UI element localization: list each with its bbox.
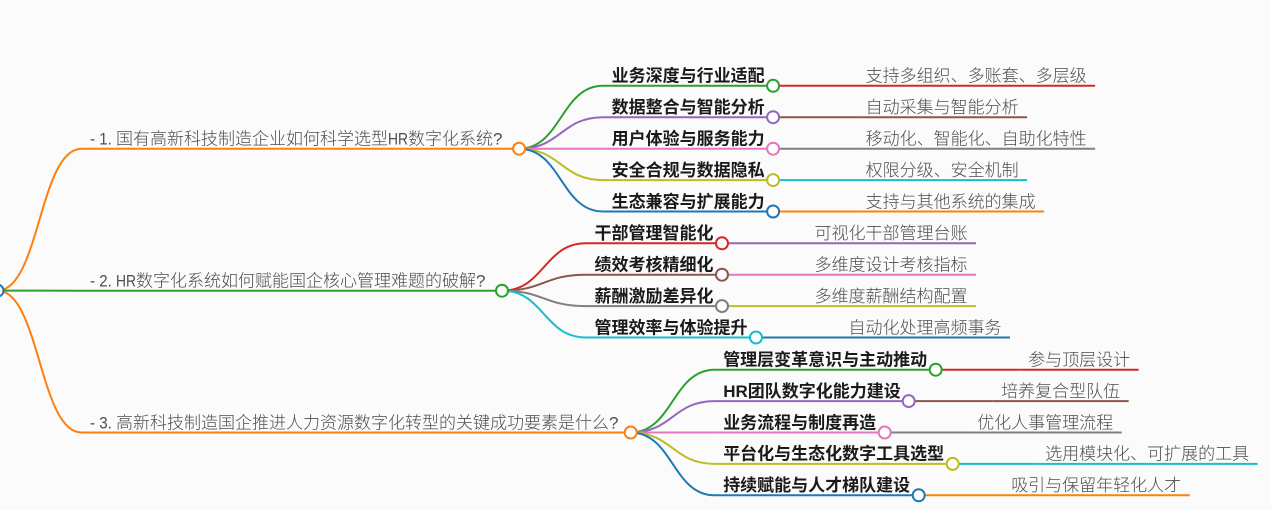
svg-text:管理层变革意识与主动推动: 管理层变革意识与主动推动: [723, 350, 927, 370]
svg-text:业务流程与制度再造: 业务流程与制度再造: [723, 413, 876, 432]
svg-text:干部管理智能化: 干部管理智能化: [595, 223, 714, 243]
svg-text:支持与其他系统的集成: 支持与其他系统的集成: [866, 192, 1036, 211]
svg-text:参与顶层设计: 参与顶层设计: [1028, 351, 1130, 370]
svg-text:吸引与保留年轻化人才: 吸引与保留年轻化人才: [1011, 476, 1181, 495]
svg-text:绩效考核精细化: 绩效考核精细化: [595, 255, 714, 275]
svg-text:优化人事管理流程: 优化人事管理流程: [977, 413, 1113, 432]
svg-text:数据整合与智能分析: 数据整合与智能分析: [612, 97, 765, 117]
svg-text:多维度设计考核指标: 多维度设计考核指标: [815, 256, 968, 275]
svg-text:业务深度与行业适配: 业务深度与行业适配: [612, 67, 765, 86]
svg-text:管理效率与体验提升: 管理效率与体验提升: [595, 317, 748, 337]
svg-text:薪酬激励差异化: 薪酬激励差异化: [595, 286, 714, 306]
svg-text:HR团队数字化能力建设: HR团队数字化能力建设: [723, 381, 901, 401]
svg-text:自动化处理高频事务: 自动化处理高频事务: [849, 318, 1002, 337]
svg-text:多维度薪酬结构配置: 多维度薪酬结构配置: [815, 287, 968, 306]
svg-text:用户体验与服务能力: 用户体验与服务能力: [612, 129, 765, 149]
svg-text:平台化与生态化数字工具选型: 平台化与生态化数字工具选型: [723, 444, 944, 464]
svg-text:生态兼容与扩展能力: 生态兼容与扩展能力: [612, 191, 765, 211]
svg-text:选用模块化、可扩展的工具: 选用模块化、可扩展的工具: [1045, 445, 1249, 464]
svg-text:支持多组织、多账套、多层级: 支持多组织、多账套、多层级: [866, 67, 1087, 86]
svg-text:安全合规与数据隐私: 安全合规与数据隐私: [612, 160, 765, 180]
svg-text:自动采集与智能分析: 自动采集与智能分析: [866, 98, 1019, 117]
svg-text:可视化干部管理台账: 可视化干部管理台账: [815, 224, 968, 243]
svg-text:- 3. 高新科技制造国企推进人力资源数字化转型的关键成功要: - 3. 高新科技制造国企推进人力资源数字化转型的关键成功要素是什么?: [90, 413, 618, 432]
svg-text:培养复合型队伍: 培养复合型队伍: [1001, 382, 1120, 401]
svg-text:- 2. HR数字化系统如何赋能国企核心管理难题的破解?: - 2. HR数字化系统如何赋能国企核心管理难题的破解?: [90, 272, 485, 291]
svg-text:- 1. 国有高新科技制造企业如何科学选型HR数字化系统?: - 1. 国有高新科技制造企业如何科学选型HR数字化系统?: [90, 130, 502, 149]
svg-text:持续赋能与人才梯队建设: 持续赋能与人才梯队建设: [723, 476, 910, 495]
svg-text:权限分级、安全机制: 权限分级、安全机制: [866, 161, 1019, 180]
svg-text:移动化、智能化、自助化特性: 移动化、智能化、自助化特性: [866, 130, 1087, 149]
